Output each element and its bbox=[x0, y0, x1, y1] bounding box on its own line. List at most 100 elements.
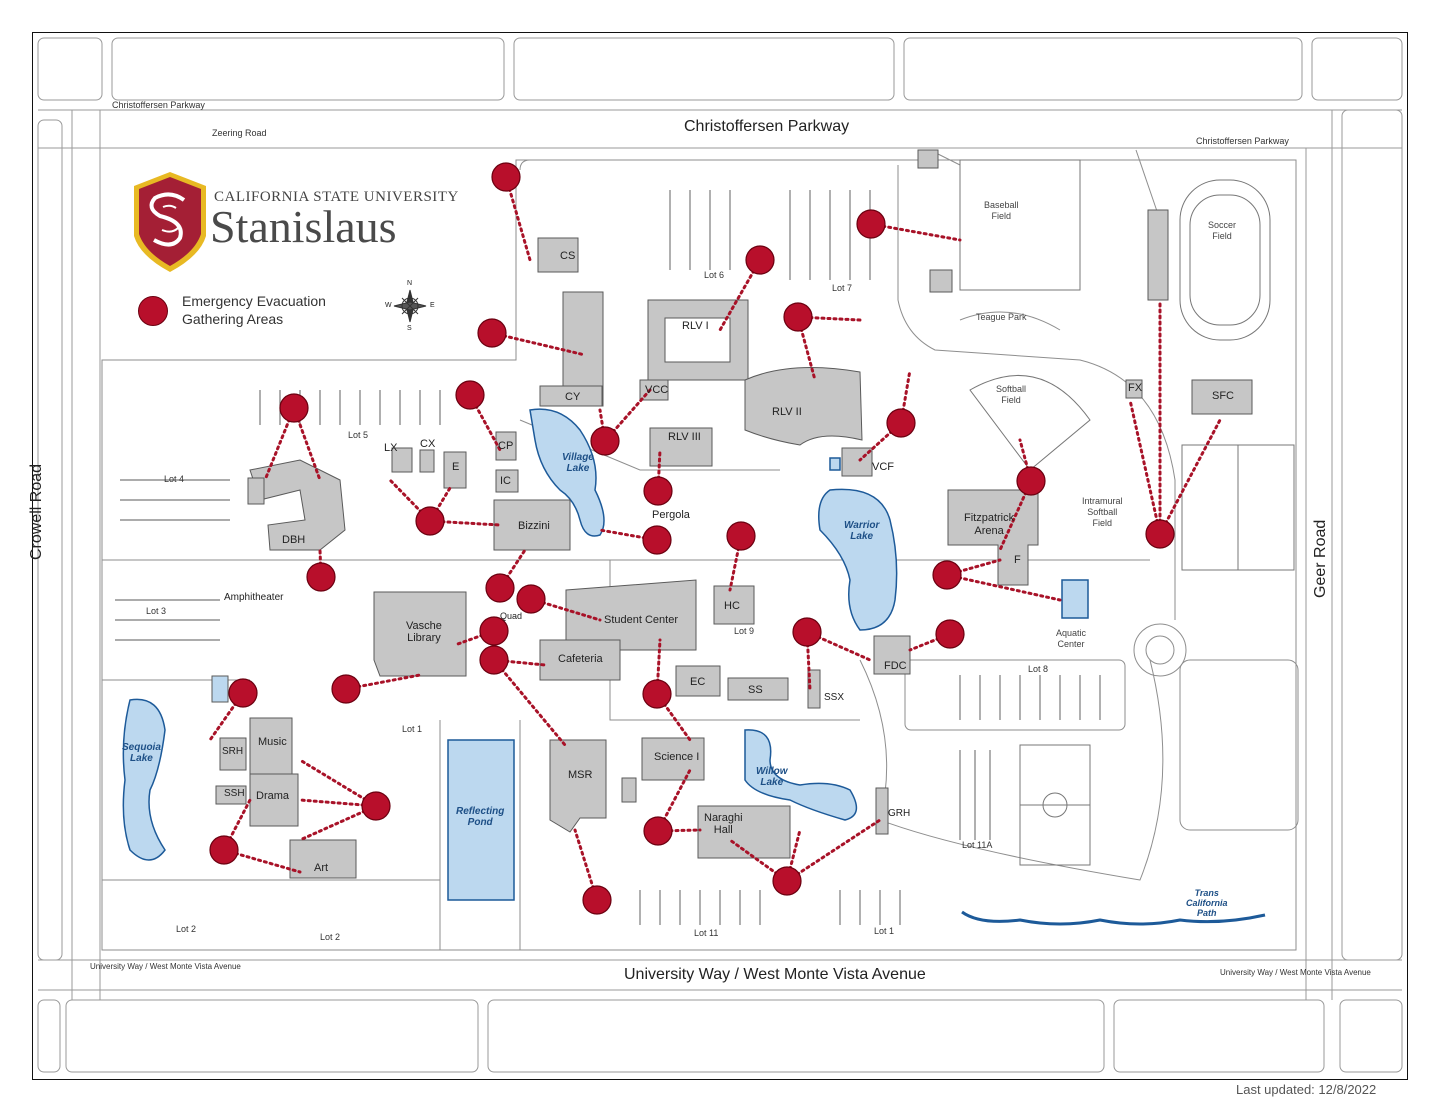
gathering-area-13[interactable] bbox=[642, 525, 672, 555]
gathering-area-2[interactable] bbox=[856, 209, 886, 239]
evacuation-path-6 bbox=[796, 315, 862, 322]
gathering-area-11[interactable] bbox=[1016, 466, 1046, 496]
building-small-4 bbox=[621, 777, 637, 803]
legend-dot-icon bbox=[138, 296, 168, 326]
road-christoffersen-right: Christoffersen Parkway bbox=[1196, 136, 1289, 146]
label-aquatic: Aquatic Center bbox=[1056, 628, 1087, 649]
label-village-lake: Village Lake bbox=[562, 452, 594, 474]
reflecting-pond-shape bbox=[447, 739, 515, 901]
label-student-center: Student Center bbox=[604, 614, 678, 626]
gathering-area-18[interactable] bbox=[516, 584, 546, 614]
label-lot5: Lot 5 bbox=[348, 430, 369, 440]
building-sfc bbox=[1191, 379, 1253, 415]
building-small-5 bbox=[211, 675, 229, 703]
gathering-area-5[interactable] bbox=[783, 302, 813, 332]
aquatic-pool-shape bbox=[1061, 579, 1089, 619]
last-updated: Last updated: 12/8/2022 bbox=[1236, 1082, 1377, 1097]
gathering-area-23[interactable] bbox=[479, 645, 509, 675]
building-e bbox=[443, 451, 467, 489]
gathering-area-31[interactable] bbox=[582, 885, 612, 915]
building-grh bbox=[875, 787, 889, 835]
label-lot2b: Lot 2 bbox=[320, 932, 341, 942]
label-naraghi: Naraghi Hall bbox=[704, 812, 743, 836]
label-rlv3: RLV III bbox=[668, 431, 701, 443]
gathering-area-24[interactable] bbox=[228, 678, 258, 708]
building-ic bbox=[495, 469, 519, 493]
gathering-area-21[interactable] bbox=[792, 617, 822, 647]
legend-line-2: Gathering Areas bbox=[182, 311, 284, 327]
evacuation-path-4 bbox=[490, 331, 587, 357]
compass-n: N bbox=[407, 280, 413, 287]
label-hc: HC bbox=[724, 600, 740, 612]
gathering-area-9[interactable] bbox=[886, 408, 916, 438]
building-ssh bbox=[215, 785, 247, 805]
label-art: Art bbox=[314, 862, 329, 874]
evacuation-path-41 bbox=[298, 758, 378, 808]
building-cx bbox=[419, 449, 435, 473]
label-lot6: Lot 6 bbox=[704, 270, 725, 280]
label-cx: CX bbox=[420, 438, 436, 450]
gathering-area-20[interactable] bbox=[479, 616, 509, 646]
label-amphitheater: Amphitheater bbox=[224, 592, 284, 603]
label-lot4: Lot 4 bbox=[164, 474, 185, 484]
road-christoffersen-main: Christoffersen Parkway bbox=[684, 118, 850, 135]
gathering-area-12[interactable] bbox=[415, 506, 445, 536]
water-bodies bbox=[122, 408, 1266, 926]
gathering-area-14[interactable] bbox=[726, 521, 756, 551]
gathering-area-15[interactable] bbox=[1145, 519, 1175, 549]
evacuation-path-23 bbox=[1158, 418, 1222, 536]
gathering-area-4[interactable] bbox=[477, 318, 507, 348]
building-music bbox=[249, 717, 293, 775]
label-sequoia-lake: Sequoia Lake bbox=[122, 742, 161, 764]
gathering-area-1[interactable] bbox=[491, 162, 521, 192]
gathering-area-25[interactable] bbox=[331, 674, 361, 704]
gathering-area-29[interactable] bbox=[209, 835, 239, 865]
label-reflecting-pond: Reflecting Pond bbox=[456, 806, 505, 828]
gathering-area-26[interactable] bbox=[642, 679, 672, 709]
gathering-area-7[interactable] bbox=[455, 380, 485, 410]
gathering-area-27[interactable] bbox=[361, 791, 391, 821]
road-zeering: Zeering Road bbox=[212, 128, 267, 138]
evacuation-points bbox=[209, 162, 1175, 915]
label-ssh: SSH bbox=[224, 788, 245, 799]
label-cy: CY bbox=[565, 391, 581, 403]
gathering-area-6[interactable] bbox=[279, 393, 309, 423]
gathering-area-17[interactable] bbox=[485, 573, 515, 603]
gathering-area-22[interactable] bbox=[935, 619, 965, 649]
evacuation-path-9 bbox=[468, 393, 502, 452]
gathering-area-30[interactable] bbox=[772, 866, 802, 896]
gathering-area-28[interactable] bbox=[643, 816, 673, 846]
label-fdc: FDC bbox=[884, 660, 907, 672]
label-lot8: Lot 8 bbox=[1028, 664, 1049, 674]
label-lot1: Lot 1 bbox=[402, 724, 423, 734]
gathering-area-19[interactable] bbox=[932, 560, 962, 590]
building-cafeteria bbox=[539, 639, 621, 681]
gathering-area-8[interactable] bbox=[590, 426, 620, 456]
gathering-area-10[interactable] bbox=[643, 476, 673, 506]
compass-s: S bbox=[407, 325, 412, 332]
legend-label: Emergency Evacuation Gathering Areas bbox=[182, 292, 326, 328]
label-cp: CP bbox=[498, 440, 514, 452]
label-baseball-field: Baseball Field bbox=[984, 200, 1019, 221]
gathering-area-3[interactable] bbox=[745, 245, 775, 275]
label-ec: EC bbox=[690, 676, 706, 688]
gathering-area-16[interactable] bbox=[306, 562, 336, 592]
evacuation-path-22 bbox=[1128, 398, 1162, 536]
university-name: Stanislaus bbox=[210, 201, 397, 252]
label-ic: IC bbox=[500, 475, 511, 487]
building-cp bbox=[495, 431, 517, 461]
map-frame bbox=[32, 32, 1408, 1080]
legend-line-1: Emergency Evacuation bbox=[182, 293, 326, 309]
road-university-left: University Way / West Monte Vista Avenue bbox=[90, 962, 241, 971]
label-vasche: Vasche Library bbox=[406, 620, 442, 644]
evacuation-path-31 bbox=[805, 630, 812, 692]
evacuation-path-34 bbox=[492, 658, 567, 747]
label-pergola: Pergola bbox=[652, 509, 690, 521]
building-soccer-stands bbox=[1147, 209, 1169, 301]
label-srh: SRH bbox=[222, 746, 244, 757]
building-cy-base bbox=[539, 385, 603, 407]
building-fx bbox=[1125, 379, 1143, 399]
label-soccer-field: Soccer Field bbox=[1208, 220, 1237, 241]
university-logo bbox=[134, 172, 206, 272]
building-small-2 bbox=[929, 269, 953, 293]
